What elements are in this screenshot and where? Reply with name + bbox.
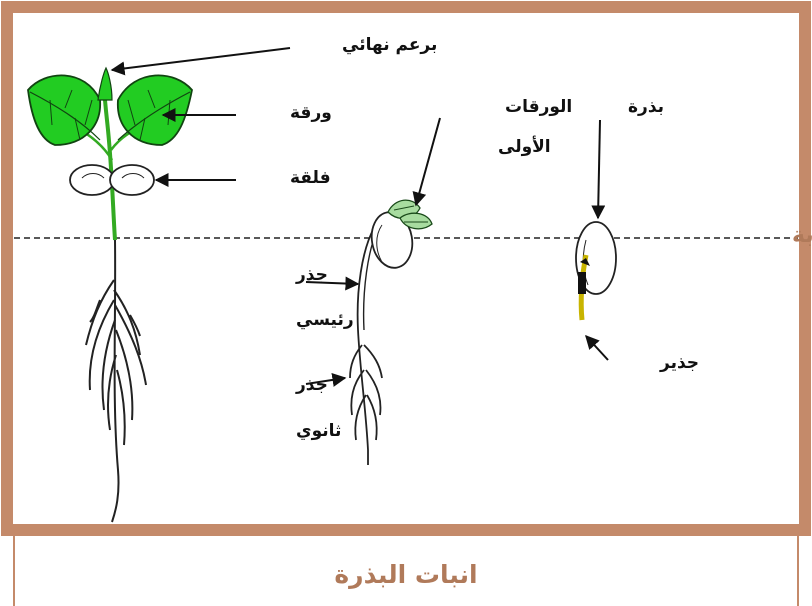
young-root-system	[350, 228, 382, 465]
label-radicle: جذير	[659, 353, 699, 373]
mature-seedling	[28, 68, 192, 522]
label-first-leaves-line1: الورقات	[505, 97, 572, 117]
label-leaf: ورقة	[290, 103, 332, 123]
label-secondary-root-line1: جذر	[295, 375, 328, 395]
label-first-leaves-line2: الأولى	[498, 136, 551, 157]
label-secondary-root-line2: ثانوي	[296, 421, 341, 441]
mature-root-system	[86, 240, 146, 522]
label-main-root-line2: رئيسي	[296, 310, 354, 330]
germinating-seed	[576, 222, 616, 320]
mature-terminal-bud	[98, 68, 112, 100]
label-seed: بذرة	[628, 97, 664, 117]
arrow-seed	[598, 120, 600, 218]
diagram-frame	[7, 7, 805, 530]
soil-surface-label: سطح التربة	[792, 223, 812, 248]
arrow-terminal-bud	[112, 48, 290, 70]
label-cotyledon: فلقة	[290, 168, 331, 188]
arrow-radicle	[586, 336, 608, 360]
caption-text: انبات البذرة	[334, 560, 477, 589]
arrow-first-leaves	[416, 118, 440, 205]
young-seedling	[350, 200, 432, 465]
label-terminal-bud: برعم نهائي	[342, 35, 437, 55]
mature-stem	[104, 82, 115, 240]
